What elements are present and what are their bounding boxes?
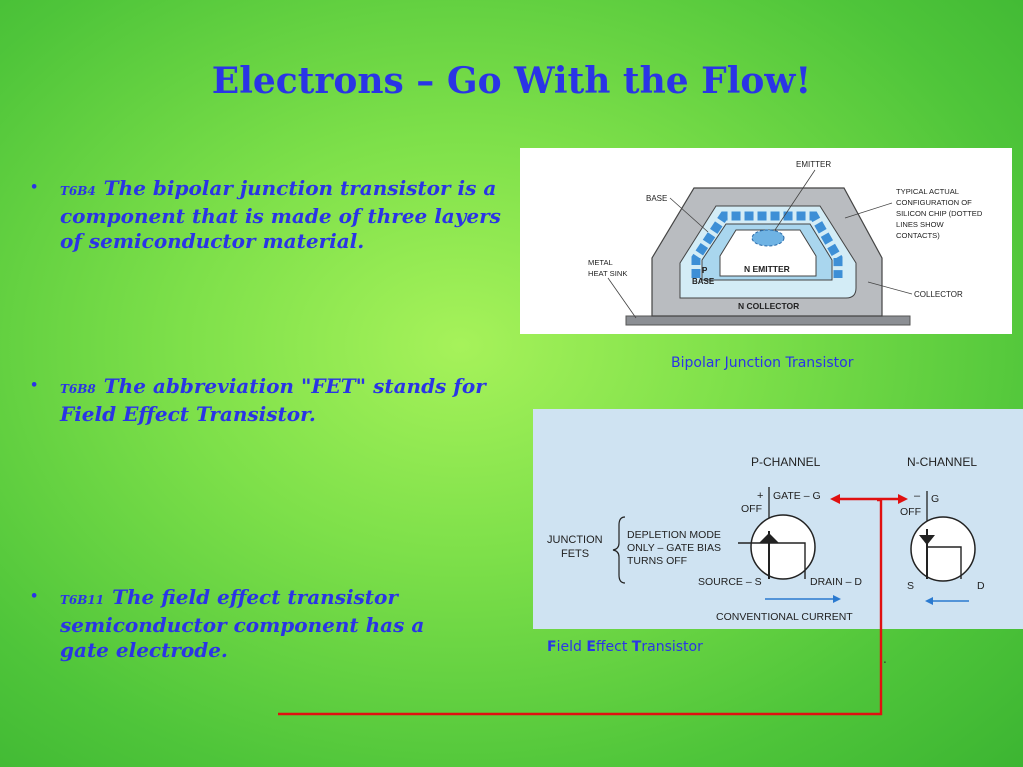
label-g: G: [931, 493, 939, 505]
red-arrowhead-right: [898, 494, 908, 504]
bullet-text: The field effect transistor semiconducto…: [60, 585, 425, 662]
caption-ffect: ffect: [595, 639, 632, 655]
leader-typical: [844, 202, 893, 219]
label-d: D: [977, 580, 985, 592]
bjt-diagram: EMITTER BASE TYPICAL ACTUAL CONFIGURATIO…: [520, 148, 1012, 334]
bullet-marker: •: [30, 589, 39, 604]
current-arrowhead-p: [833, 595, 841, 603]
fet-caption: Field Effect Transistor: [547, 639, 703, 655]
label-gate-g: GATE – G: [773, 490, 821, 502]
label-source-s: SOURCE – S: [698, 576, 762, 588]
label-conventional-current: CONVENTIONAL CURRENT: [716, 611, 853, 623]
label-off-p: OFF: [741, 503, 762, 515]
label-off-n: OFF: [900, 506, 921, 518]
emitter-contact: [751, 229, 785, 247]
label-typical-4: LINES SHOW: [896, 220, 945, 229]
bullet-text: The abbreviation "FET" stands for Field …: [60, 374, 486, 426]
caption-letter-t: T: [631, 639, 642, 655]
label-n-channel: N-CHANNEL: [907, 455, 977, 469]
question-code: T6B11: [60, 593, 105, 607]
contact-dots: [691, 211, 843, 278]
n-drain-lead: [927, 546, 962, 579]
bullet-text: The bipolar junction transistor is a com…: [60, 176, 501, 253]
label-heat-sink: HEAT SINK: [588, 269, 627, 278]
label-fets: FETS: [561, 548, 589, 560]
label-p-base: BASE: [692, 277, 715, 286]
label-typical-3: SILICON CHIP (DOTTED: [896, 209, 983, 218]
leader-base: [669, 197, 709, 233]
fet-diagram-svg: P-CHANNEL N-CHANNEL + GATE – G OFF – G O…: [547, 455, 985, 623]
label-drain-d: DRAIN – D: [810, 576, 862, 588]
fet-diagram: P-CHANNEL N-CHANNEL + GATE – G OFF – G O…: [533, 409, 1023, 629]
label-collector: COLLECTOR: [914, 290, 963, 299]
p-drain-lead: [769, 542, 806, 579]
caption-letter-e: E: [586, 639, 596, 655]
caption-letter-f: F: [547, 639, 557, 655]
caption-ield: ield: [556, 639, 587, 655]
slide-title: Electrons – Go With the Flow!: [211, 60, 812, 102]
label-p: P: [702, 266, 708, 275]
brace: [612, 516, 626, 584]
label-emitter: EMITTER: [796, 160, 831, 169]
red-connector-line: [278, 498, 883, 716]
leader-collector: [867, 281, 913, 295]
label-p-channel: P-CHANNEL: [751, 455, 821, 469]
bjt-caption: Bipolar Junction Transistor: [671, 355, 854, 371]
label-depl-3: TURNS OFF: [627, 555, 687, 567]
red-arrowhead-left: [830, 494, 840, 504]
caption-ransistor: ransistor: [641, 639, 703, 655]
label-base: BASE: [646, 194, 667, 203]
n-gate-arrow: [919, 535, 935, 545]
bjt-diagram-svg: EMITTER BASE TYPICAL ACTUAL CONFIGURATIO…: [588, 160, 983, 326]
n-emitter-region: [719, 229, 817, 277]
leader-emitter: [774, 169, 816, 231]
label-junction: JUNCTION: [547, 534, 603, 546]
label-depl-1: DEPLETION MODE: [627, 529, 721, 541]
p-channel-symbol: [750, 514, 816, 580]
label-depl-2: ONLY – GATE BIAS: [627, 542, 721, 554]
label-metal: METAL: [588, 258, 613, 267]
bullet-marker: •: [30, 180, 39, 195]
leader-heat-sink: [607, 277, 637, 319]
stray-mark: .: [883, 652, 887, 666]
label-typical-1: TYPICAL ACTUAL: [896, 187, 959, 196]
label-plus: +: [757, 490, 763, 502]
label-minus: –: [914, 490, 921, 502]
label-n-collector: N COLLECTOR: [738, 301, 799, 311]
current-arrowhead-n: [925, 597, 933, 605]
p-gate-arrow: [759, 533, 779, 543]
label-typical-5: CONTACTS): [896, 231, 940, 240]
label-typical-2: CONFIGURATION OF: [896, 198, 972, 207]
question-code: T6B8: [60, 382, 96, 396]
question-code: T6B4: [60, 184, 96, 198]
label-n-emitter: N EMITTER: [744, 264, 790, 274]
label-s: S: [907, 580, 914, 592]
bullet-marker: •: [30, 378, 39, 393]
